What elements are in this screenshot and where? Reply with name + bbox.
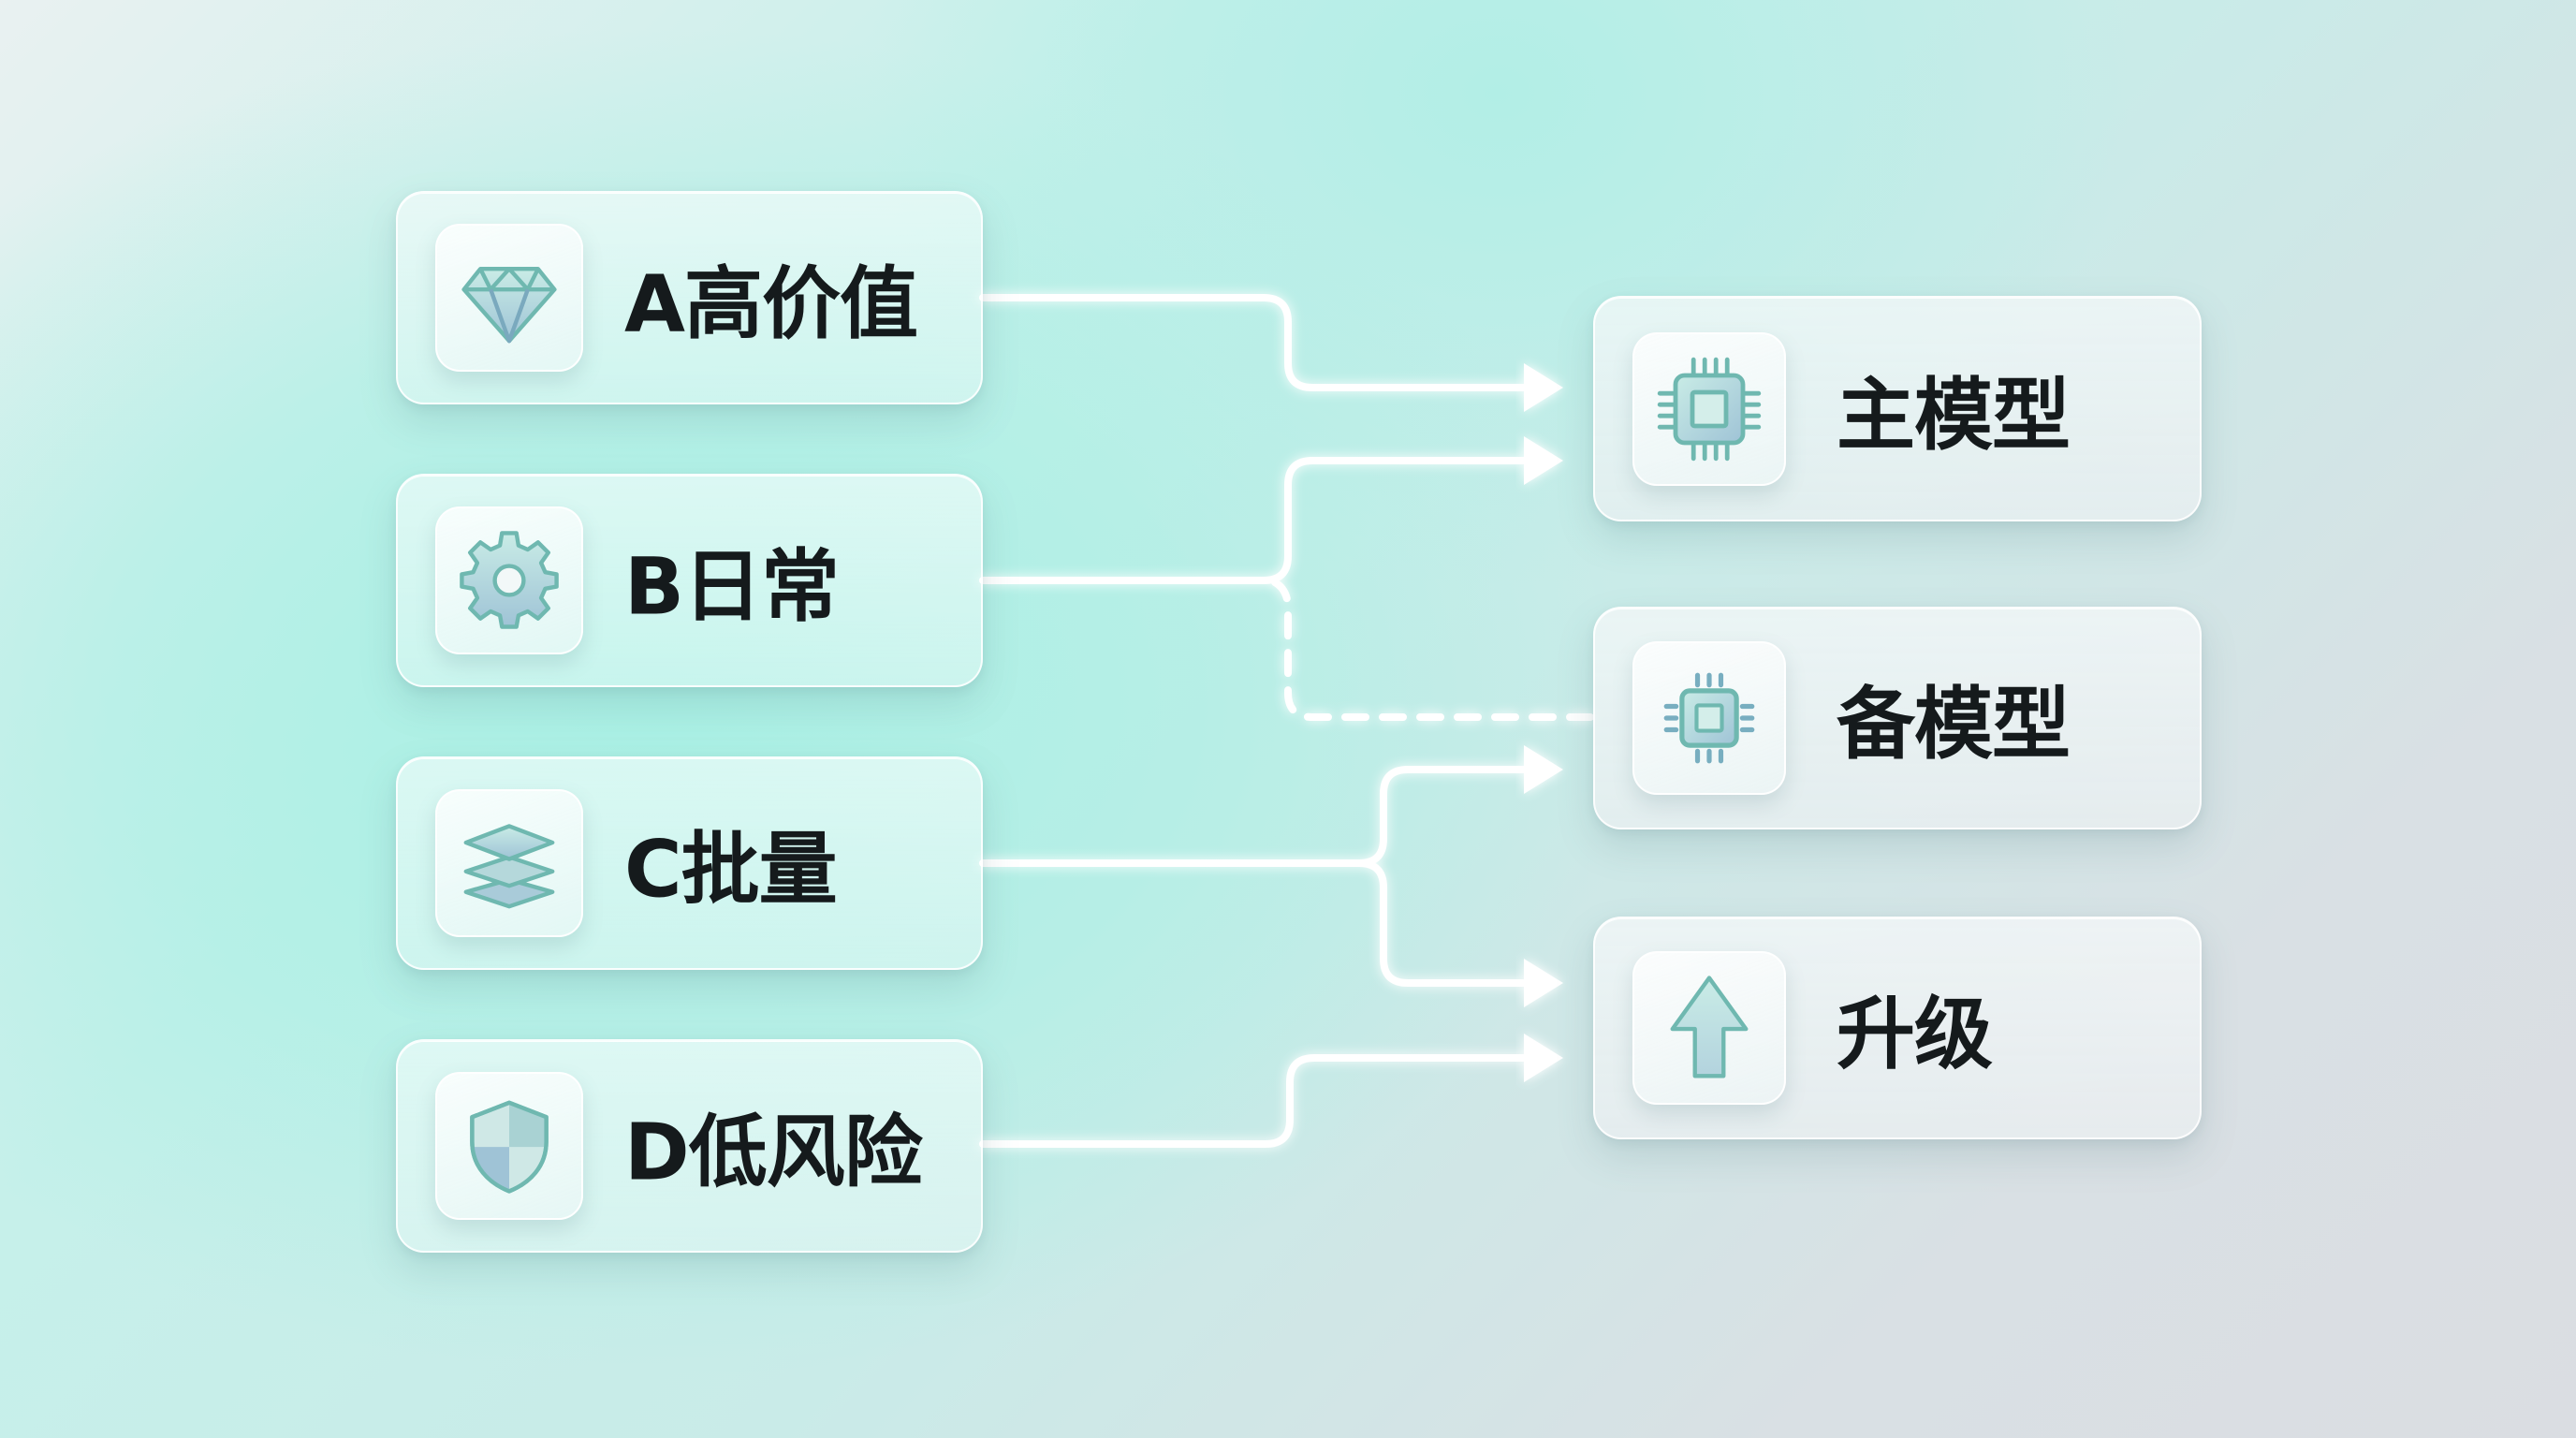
edge-a-main <box>979 294 1530 391</box>
edge-d-upgrade <box>979 1054 1530 1148</box>
icon-tile <box>1632 641 1786 795</box>
target-card-main[interactable]: 主模型 <box>1593 296 2202 521</box>
target-card-upgrade[interactable]: 升级 <box>1593 917 2202 1139</box>
edge-c-upgrade <box>1355 859 1530 987</box>
icon-tile <box>435 1072 583 1220</box>
target-label: 备模型 <box>1837 678 2071 770</box>
target-label: 升级 <box>1837 988 1993 1080</box>
source-label: C批量 <box>624 823 838 916</box>
icon-tile <box>1632 951 1786 1105</box>
target-card-backup[interactable]: 备模型 <box>1593 607 2202 829</box>
arrow-up-icon <box>1670 976 1749 1078</box>
diamond-icon <box>461 267 557 344</box>
target-label: 主模型 <box>1837 369 2071 461</box>
gear-icon <box>460 531 559 629</box>
arrowhead-icon <box>1524 1034 1563 1082</box>
layers-icon <box>463 824 555 909</box>
edge-b-main <box>979 457 1530 584</box>
source-card-a[interactable]: A高价值 <box>396 191 983 404</box>
arrowhead-icon <box>1524 745 1563 794</box>
source-label: B日常 <box>624 540 840 633</box>
icon-tile <box>435 506 583 654</box>
source-card-c[interactable]: C批量 <box>396 756 983 970</box>
edge-c-backup <box>979 766 1530 867</box>
arrowhead-icon <box>1524 959 1563 1007</box>
arrowhead-icon <box>1524 363 1563 412</box>
arrowhead-icon <box>1524 436 1563 485</box>
source-label: A高价值 <box>624 257 918 350</box>
chip-icon <box>1657 357 1762 461</box>
edge-b-backup-dashed <box>1271 579 1595 721</box>
shield-icon <box>470 1100 549 1194</box>
icon-tile <box>435 224 583 372</box>
source-card-d[interactable]: D低风险 <box>396 1039 983 1253</box>
chip-icon <box>1663 672 1755 764</box>
source-card-b[interactable]: B日常 <box>396 474 983 687</box>
icon-tile <box>435 789 583 937</box>
source-label: D低风险 <box>624 1106 923 1198</box>
icon-tile <box>1632 331 1786 486</box>
